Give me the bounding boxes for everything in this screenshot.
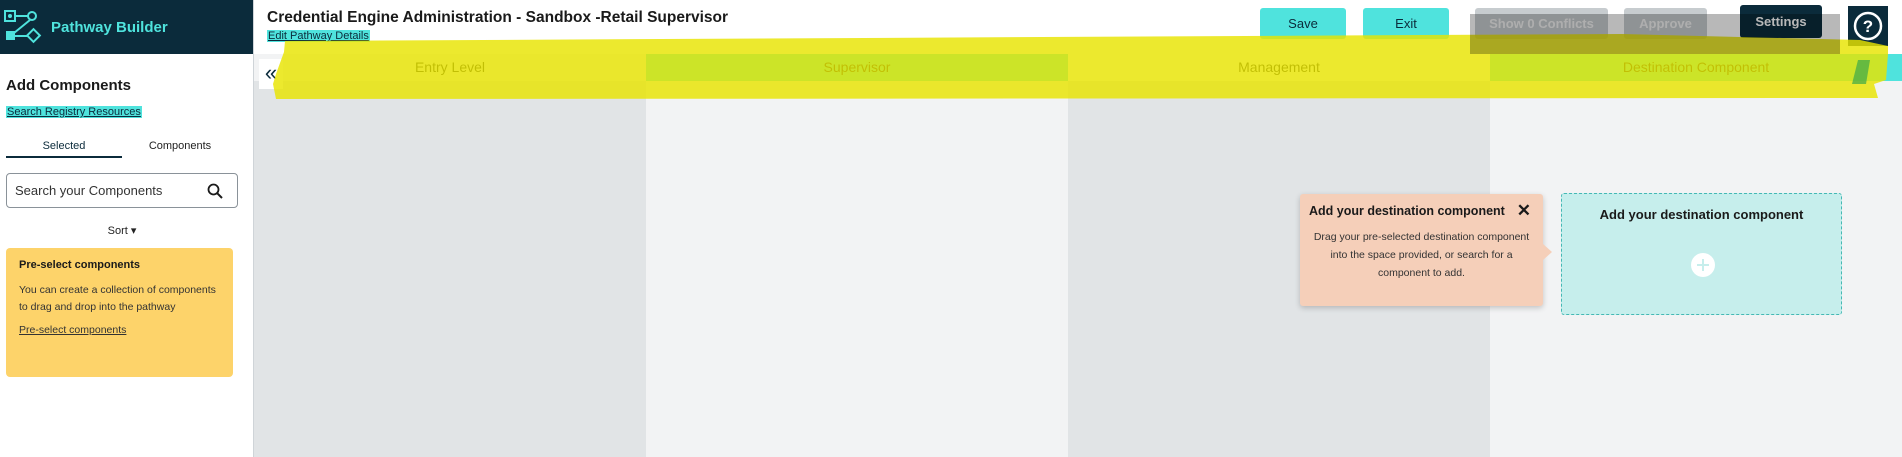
- pathway-logo-icon: [4, 10, 42, 44]
- preselect-components-link[interactable]: Pre-select components: [19, 324, 127, 336]
- search-icon[interactable]: [207, 183, 223, 199]
- tooltip-body: Drag your pre-selected destination compo…: [1313, 231, 1530, 279]
- save-button[interactable]: Save: [1260, 8, 1346, 39]
- preselect-info-card: Pre-select components You can create a c…: [6, 248, 233, 377]
- sort-label: Sort: [107, 225, 128, 237]
- component-search: [6, 173, 238, 208]
- column-header: Management: [1068, 54, 1490, 81]
- header: Credential Engine Administration - Sandb…: [254, 0, 1902, 54]
- add-plus-icon[interactable]: [1690, 252, 1716, 278]
- caret-down-icon: ▾: [130, 225, 137, 237]
- column-header: Entry Level: [254, 54, 646, 81]
- card-body: You can create a collection of component…: [19, 284, 216, 313]
- column-header: Supervisor: [646, 54, 1068, 81]
- settings-button[interactable]: Settings: [1740, 5, 1822, 38]
- tab-components[interactable]: Components: [148, 140, 212, 152]
- column-supervisor[interactable]: Supervisor: [646, 54, 1068, 457]
- add-components-heading: Add Components: [6, 77, 131, 94]
- drop-zone-label: Add your destination component: [1599, 207, 1804, 222]
- tab-selected[interactable]: Selected: [6, 138, 122, 158]
- page-title: Credential Engine Administration - Sandb…: [267, 9, 729, 26]
- close-icon[interactable]: ✕: [1516, 201, 1531, 220]
- column-entry-level[interactable]: Entry Level: [254, 54, 646, 457]
- collapse-sidebar-icon[interactable]: «: [259, 59, 283, 89]
- edit-pathway-details-link[interactable]: Edit Pathway Details: [267, 30, 370, 42]
- search-registry-link[interactable]: Search Registry Resources: [6, 106, 142, 118]
- show-conflicts-button[interactable]: Show 0 Conflicts: [1475, 8, 1608, 39]
- destination-tooltip: Add your destination component ✕ Drag yo…: [1300, 194, 1552, 306]
- card-title: Pre-select components: [19, 259, 141, 271]
- sidebar: Pathway Builder Add Components Search Re…: [0, 0, 254, 457]
- sidebar-tabs: Selected Components: [6, 138, 238, 158]
- column-header: Destination Component: [1490, 54, 1902, 81]
- app-name: Pathway Builder: [51, 18, 168, 36]
- svg-text:?: ?: [1863, 17, 1873, 36]
- tooltip-title: Add your destination component: [1309, 204, 1505, 218]
- brand-bar: Pathway Builder: [0, 0, 253, 54]
- sort-dropdown[interactable]: Sort ▾: [0, 224, 244, 237]
- approve-button[interactable]: Approve: [1624, 8, 1707, 39]
- destination-drop-zone[interactable]: Add your destination component: [1561, 193, 1842, 315]
- exit-button[interactable]: Exit: [1363, 8, 1449, 39]
- search-input[interactable]: [15, 183, 200, 198]
- help-icon[interactable]: ?: [1848, 6, 1888, 46]
